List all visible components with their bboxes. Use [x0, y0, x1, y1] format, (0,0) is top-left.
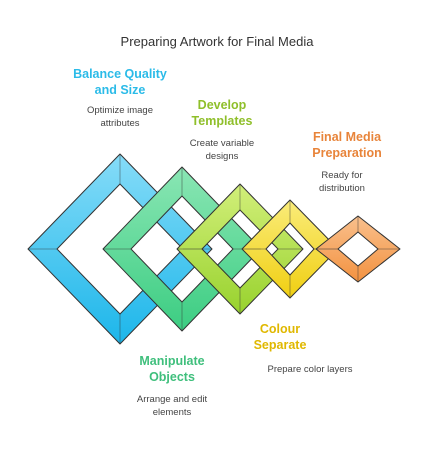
desc-develop-templates: Create variable designs — [189, 138, 255, 162]
label-manipulate-objects: Manipulate Objects — [139, 354, 205, 384]
facet-lines-green — [103, 167, 261, 331]
desc-final-media: Ready for distribution — [319, 170, 365, 194]
label-balance-quality: Balance Quality and Size — [73, 67, 167, 97]
label-develop-templates: Develop Templates — [191, 98, 253, 128]
diagram-title: Preparing Artwork for Final Media — [120, 34, 314, 49]
facet-lines-orange — [316, 216, 400, 282]
facet-lines-lime — [177, 184, 303, 314]
label-colour-separate: Colour Separate — [253, 322, 307, 352]
facet-lines-yellow — [242, 200, 338, 298]
label-final-media: Final Media Preparation — [312, 130, 382, 160]
desc-colour-separate: Prepare color layers — [267, 364, 353, 375]
desc-manipulate-objects: Arrange and edit elements — [136, 394, 208, 418]
facet-lines-blue — [28, 154, 212, 344]
desc-balance-quality: Optimize image attributes — [87, 105, 153, 129]
